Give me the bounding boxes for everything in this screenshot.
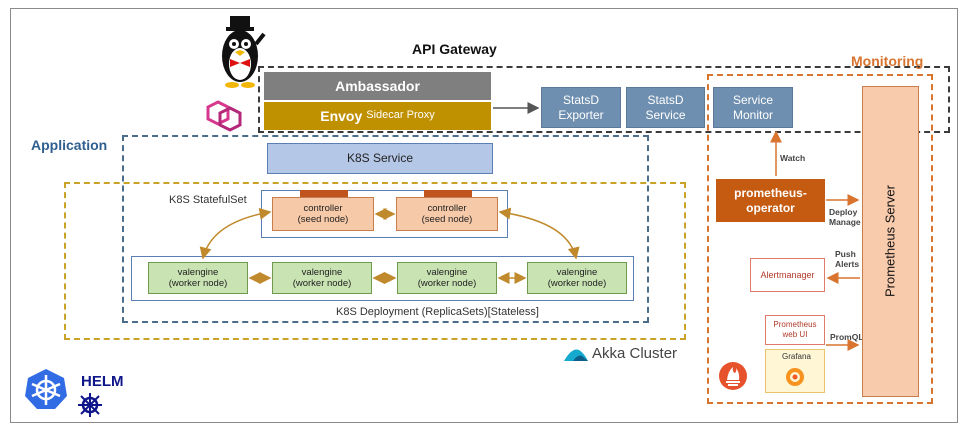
deployment-label: K8S Deployment (ReplicaSets)[Stateless] bbox=[336, 306, 539, 318]
ambassador-mascot-icon bbox=[222, 16, 266, 88]
envoy-logo-icon bbox=[206, 100, 242, 132]
k8s-service-box: K8S Service bbox=[267, 143, 493, 174]
envoy-sublabel: Sidecar Proxy bbox=[366, 109, 435, 122]
helm-label: HELM bbox=[81, 373, 124, 390]
prometheus-webui-label: Prometheus web UI bbox=[773, 320, 817, 339]
envoy-box: Envoy Sidecar Proxy bbox=[264, 102, 491, 130]
valengine-node-2-label: valengine (worker node) bbox=[292, 266, 352, 289]
akka-cluster-label: Akka Cluster bbox=[592, 345, 678, 362]
controller-tab-1 bbox=[300, 190, 348, 197]
service-monitor-label: Service Monitor bbox=[732, 93, 773, 122]
ambassador-label: Ambassador bbox=[335, 77, 420, 94]
service-monitor-box: Service Monitor bbox=[713, 87, 793, 128]
statsd-exporter-box: StatsD Exporter bbox=[541, 87, 621, 128]
kubernetes-logo-icon bbox=[25, 369, 67, 409]
envoy-label: Envoy bbox=[320, 107, 363, 124]
valengine-node-1-label: valengine (worker node) bbox=[168, 266, 228, 289]
valengine-node-1: valengine (worker node) bbox=[148, 262, 248, 294]
application-region bbox=[122, 135, 649, 323]
statsd-service-label: StatsD Service bbox=[645, 93, 686, 122]
helm-wheel-icon bbox=[78, 393, 102, 417]
prometheus-operator-label: prometheus- operator bbox=[734, 186, 807, 215]
prometheus-operator-box: prometheus- operator bbox=[716, 179, 825, 222]
controller-tab-2 bbox=[424, 190, 472, 197]
akka-logo-icon bbox=[564, 349, 588, 361]
valengine-node-4-label: valengine (worker node) bbox=[547, 266, 607, 289]
valengine-node-3-label: valengine (worker node) bbox=[417, 266, 477, 289]
prometheus-webui-box: Prometheus web UI bbox=[765, 315, 825, 345]
promql-label: PromQL bbox=[830, 332, 864, 342]
monitoring-region bbox=[707, 74, 933, 404]
monitoring-title: Monitoring bbox=[851, 53, 924, 69]
statsd-service-box: StatsD Service bbox=[626, 87, 705, 128]
deploy-manage-label: Deploy Manage bbox=[829, 207, 861, 227]
k8s-service-label: K8S Service bbox=[346, 151, 414, 166]
alertmanager-label: Alertmanager bbox=[760, 269, 815, 280]
controller-node-1-label: controller (seed node) bbox=[297, 202, 349, 225]
akka-cluster-region bbox=[64, 182, 686, 340]
ambassador-box: Ambassador bbox=[264, 72, 491, 100]
grafana-label: Grafana bbox=[782, 352, 811, 361]
valengine-node-2: valengine (worker node) bbox=[272, 262, 372, 294]
valengine-node-3: valengine (worker node) bbox=[397, 262, 497, 294]
api-gateway-title: API Gateway bbox=[412, 41, 497, 57]
valengine-node-4: valengine (worker node) bbox=[527, 262, 627, 294]
push-alerts-label: Push Alerts bbox=[835, 249, 860, 269]
application-title: Application bbox=[31, 137, 108, 153]
deployment-box bbox=[131, 256, 634, 301]
api-gateway-region bbox=[258, 66, 950, 133]
prometheus-logo-icon bbox=[719, 362, 747, 390]
statsd-exporter-label: StatsD Exporter bbox=[558, 93, 604, 122]
alertmanager-box: Alertmanager bbox=[750, 258, 825, 292]
controller-node-2-label: controller (seed node) bbox=[421, 202, 473, 225]
prometheus-server-box bbox=[862, 86, 919, 397]
controller-node-2: controller (seed node) bbox=[396, 197, 498, 231]
statefulset-label: K8S StatefulSet bbox=[169, 194, 247, 206]
controller-node-1: controller (seed node) bbox=[272, 197, 374, 231]
watch-label: Watch bbox=[780, 153, 806, 163]
grafana-logo-icon bbox=[786, 368, 804, 386]
